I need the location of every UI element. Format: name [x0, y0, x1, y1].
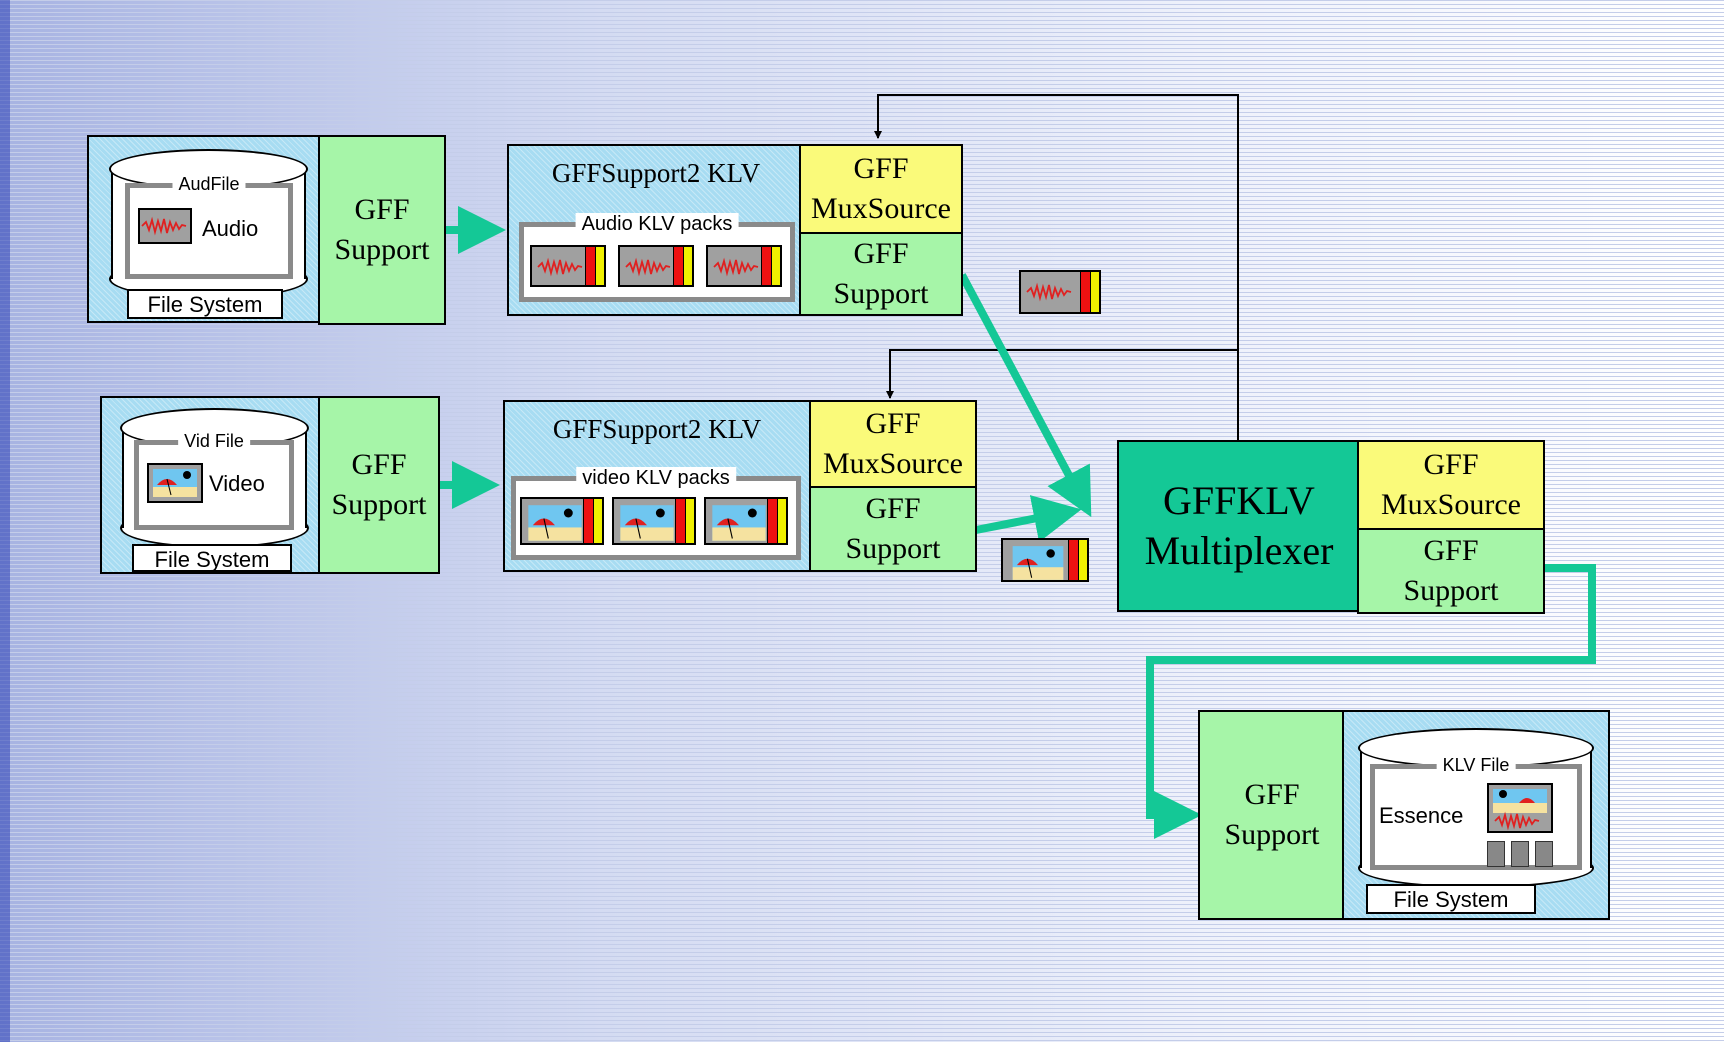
essence-label: Essence: [1379, 803, 1464, 828]
klv-index-block: [1511, 841, 1529, 867]
video-klv-source: GFFSupport2 KLV video KLV packs: [503, 400, 811, 572]
output-storage: KLV File Essence File System: [1342, 710, 1610, 920]
audio-gff-muxsource: GFF MuxSource: [799, 144, 963, 234]
flow-arrow-audio-to-mux: [958, 273, 1092, 518]
audio-disk-cylinder: AudFile Audio: [109, 149, 308, 299]
audio-packs-box: Audio KLV packs: [519, 213, 795, 302]
audio-content-label: Audio: [202, 216, 259, 241]
video-packs-box: video KLV packs: [511, 467, 801, 560]
video-klv-gff-support: GFF Support: [809, 486, 977, 572]
video-file-box: Vid File Video: [134, 431, 294, 530]
audio-klv-pack: [706, 245, 782, 287]
multiplexer-gff-muxsource: GFF MuxSource: [1357, 440, 1545, 530]
audio-file-label: AudFile: [172, 174, 246, 195]
video-disk-cylinder: Vid File Video: [120, 408, 309, 548]
waveform-icon: [138, 208, 192, 244]
video-klv-pack: [612, 497, 696, 545]
flow-arrow-mux-to-output: [1146, 564, 1596, 839]
audio-klv-pack: [618, 245, 694, 287]
audio-klv-source: GFFSupport2 KLV Audio KLV packs: [507, 144, 805, 316]
beach-image-icon: [147, 463, 203, 503]
audio-packet-in-transit: [1019, 270, 1101, 314]
video-storage: Vid File Video File System: [100, 396, 322, 574]
control-line-audio: [874, 94, 1239, 440]
multiplexer-gff-support: GFF Support: [1357, 528, 1545, 614]
audio-klv-title: GFFSupport2 KLV: [551, 158, 761, 188]
video-klv-title: GFFSupport2 KLV: [552, 414, 762, 444]
video-packet-in-transit: [1001, 538, 1089, 582]
gffklv-multiplexer: GFFKLV Multiplexer: [1117, 440, 1361, 612]
essence-media-icon: [1487, 783, 1553, 833]
output-disk-cylinder: KLV File Essence: [1358, 728, 1594, 888]
video-gff-support: GFF Support: [318, 396, 440, 574]
output-fs-label: File System: [1366, 884, 1536, 914]
video-gff-muxsource: GFF MuxSource: [809, 400, 977, 488]
audio-klv-gff-support: GFF Support: [799, 232, 963, 316]
video-packs-label: video KLV packs: [576, 467, 736, 490]
audio-klv-pack: [530, 245, 606, 287]
klv-file-box: KLV File Essence: [1370, 755, 1582, 870]
audio-file-box: AudFile Audio: [125, 174, 293, 279]
audio-storage: AudFile Audio File System: [87, 135, 322, 323]
klv-index-block: [1487, 841, 1505, 867]
output-gff-support: GFF Support: [1198, 710, 1346, 920]
video-file-label: Vid File: [178, 431, 250, 452]
klv-file-label: KLV File: [1436, 755, 1516, 776]
flow-arrow-video-to-mux: [975, 495, 1082, 543]
audio-packs-label: Audio KLV packs: [575, 213, 739, 236]
video-klv-pack: [520, 497, 604, 545]
video-fs-label: File System: [132, 544, 292, 572]
audio-fs-label: File System: [127, 289, 283, 319]
video-content-label: Video: [209, 471, 265, 496]
audio-gff-support: GFF Support: [318, 135, 446, 325]
klv-index-block: [1535, 841, 1553, 867]
video-klv-pack: [704, 497, 788, 545]
control-line-video: [886, 349, 1238, 399]
